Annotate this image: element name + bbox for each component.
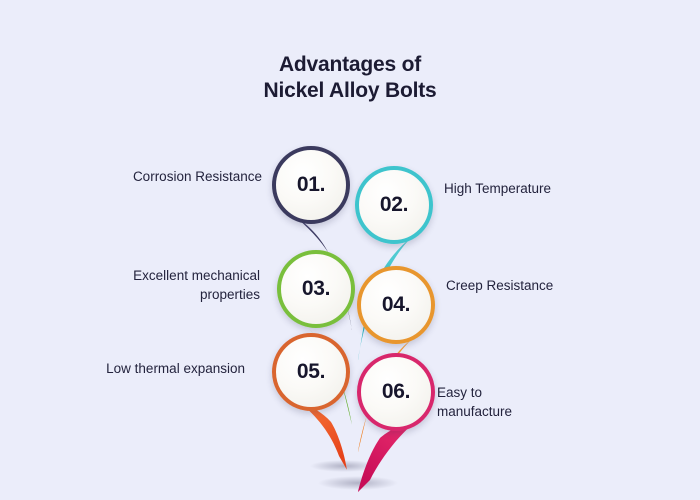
pin-bubble-01[interactable]: 01. xyxy=(272,146,350,224)
pin-label-01: Corrosion Resistance xyxy=(52,167,262,186)
pin-number-04: 04. xyxy=(381,293,411,316)
pin-label-03: Excellent mechanical properties xyxy=(50,266,260,304)
pin-label-02: High Temperature xyxy=(444,179,654,198)
pin-bubble-05[interactable]: 05. xyxy=(272,333,350,411)
pin-number-06: 06. xyxy=(381,380,411,403)
pin-label-01-text: Corrosion Resistance xyxy=(132,169,262,184)
ground-shadow-left xyxy=(310,460,378,472)
pin-bubble-02[interactable]: 02. xyxy=(355,166,433,244)
pin-tail-05 xyxy=(299,402,347,470)
pin-number-05: 05. xyxy=(296,360,326,383)
pin-label-06-line-2: manufacture xyxy=(437,404,513,419)
pin-label-06: Easy to manufacture xyxy=(437,383,647,421)
pin-label-05: Low thermal expansion xyxy=(35,359,245,378)
pin-label-03-line-1: Excellent mechanical xyxy=(133,268,260,283)
pin-bubble-03[interactable]: 03. xyxy=(277,250,355,328)
pin-label-04: Creep Resistance xyxy=(446,276,656,295)
pin-label-06-line-1: Easy to xyxy=(437,385,483,400)
pin-number-01: 01. xyxy=(296,173,326,196)
pin-bubble-06[interactable]: 06. xyxy=(357,353,435,431)
pin-label-05-text: Low thermal expansion xyxy=(106,361,245,376)
pin-label-02-text: High Temperature xyxy=(444,181,552,196)
pin-label-03-line-2: properties xyxy=(199,287,260,302)
pin-number-02: 02. xyxy=(379,193,409,216)
pin-tail-06 xyxy=(358,423,414,492)
pin-label-04-text: Creep Resistance xyxy=(446,278,554,293)
pin-number-03: 03. xyxy=(301,277,331,300)
pin-bubble-04[interactable]: 04. xyxy=(357,266,435,344)
ground-shadow-right xyxy=(318,476,398,490)
